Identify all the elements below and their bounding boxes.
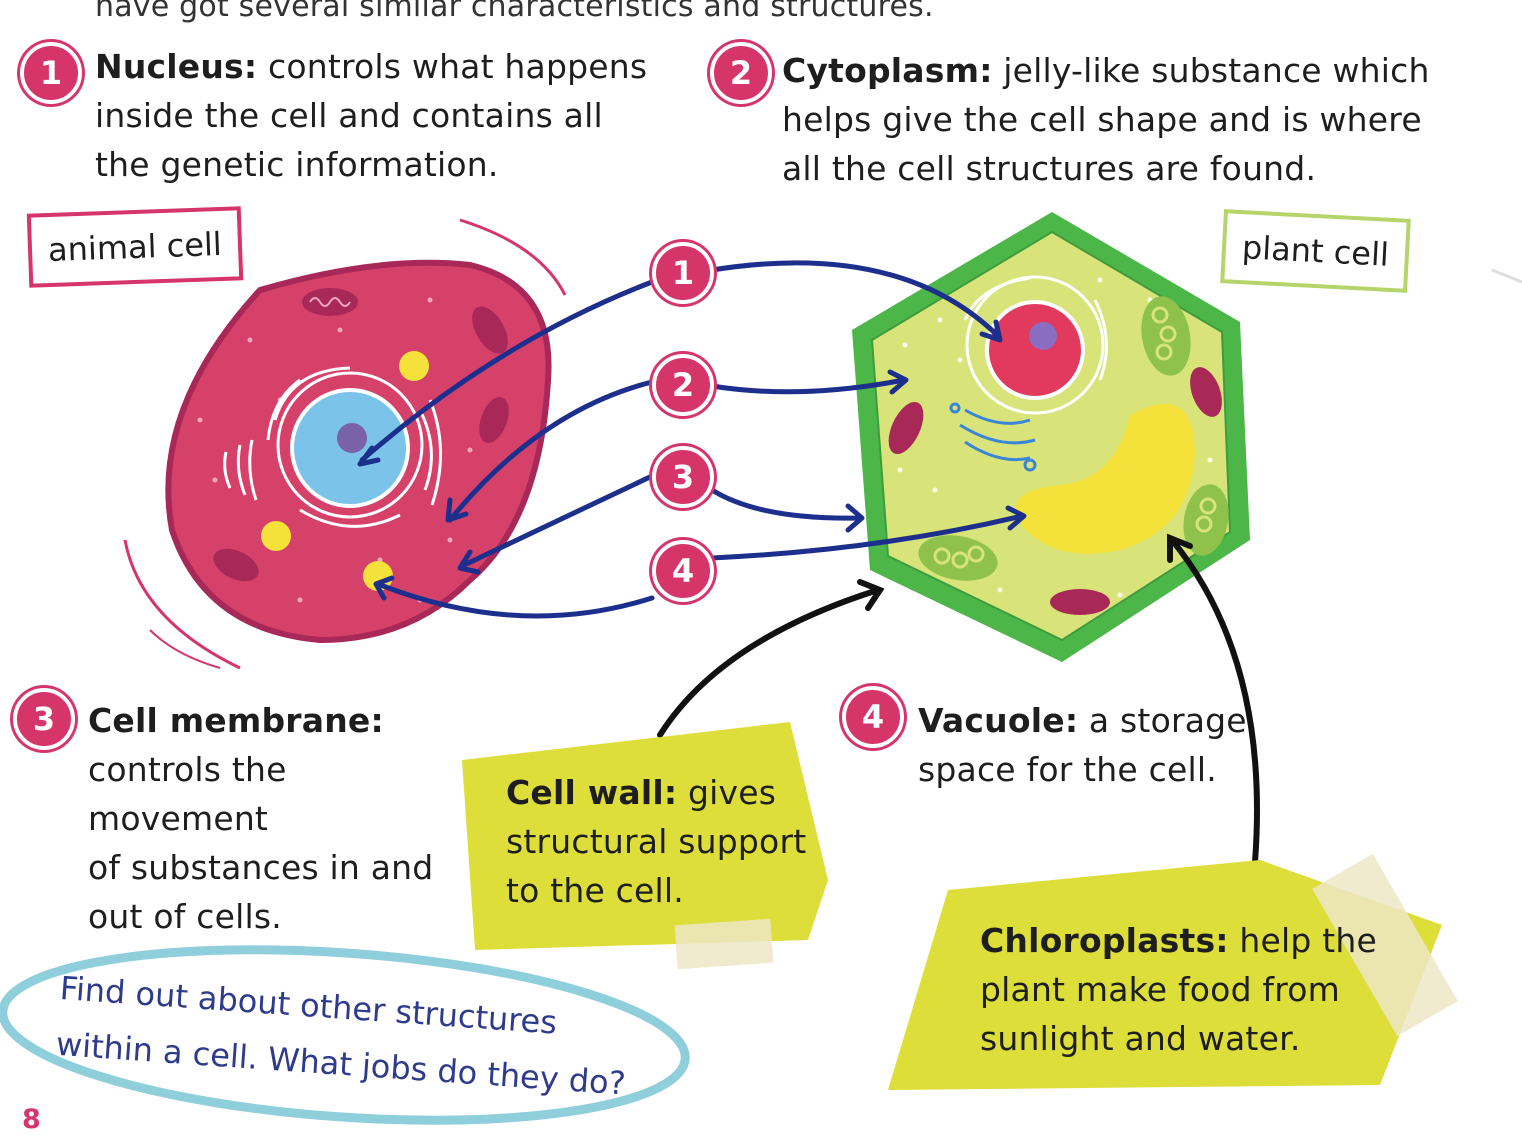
- arrowhead-4a: [373, 575, 395, 601]
- arrow-2-to-plant: [709, 377, 907, 395]
- arrowhead-2a: [445, 497, 469, 523]
- chloroplasts-note-tape: [1312, 853, 1458, 1037]
- term-cell-membrane: Cell membrane:: [88, 701, 384, 740]
- arrow-badge-1: 1: [652, 242, 714, 304]
- membrane-line-3: of substances in and: [88, 848, 434, 887]
- arrow-1-to-animal: [359, 279, 655, 463]
- animal-nucleolus: [337, 423, 367, 453]
- black-arrows: [657, 533, 1260, 865]
- animal-lysosome-2: [261, 521, 291, 551]
- page-number: 8: [22, 1104, 41, 1135]
- arrowhead-2b: [887, 369, 909, 395]
- arrow-2-to-animal: [447, 379, 655, 523]
- animal-golgi: [223, 439, 258, 501]
- term-chloroplasts: Chloroplasts:: [980, 921, 1229, 960]
- arrow-4-to-animal: [375, 581, 655, 619]
- corner-mark: [1491, 268, 1522, 284]
- arrowhead-cell-wall: [857, 579, 885, 611]
- plant-chloroplasts: [918, 296, 1229, 581]
- cell-wall-note-tape: [674, 918, 774, 970]
- arrowhead-1b: [979, 319, 1003, 343]
- arrow-1-to-plant: [709, 260, 1001, 339]
- cell-wall-note-paper: [462, 722, 828, 950]
- plant-nucleus: [985, 300, 1085, 400]
- nucleus-line-3: the genetic information.: [95, 145, 499, 184]
- arrow-badge-4: 4: [652, 540, 714, 602]
- animal-cell-label: animal cell: [26, 206, 243, 288]
- arrowhead-1a: [357, 445, 381, 467]
- cytoplasm-line-3: all the cell structures are found.: [782, 149, 1317, 188]
- cytoplasm-line-1: jelly-like substance which: [992, 51, 1430, 90]
- nucleus-line-2: inside the cell and contains all: [95, 96, 603, 135]
- membrane-line-4: out of cells.: [88, 897, 282, 936]
- chloroplasts-line-2: plant make food from: [980, 970, 1341, 1009]
- definition-cytoplasm: Cytoplasm: jelly-like substance which he…: [782, 46, 1502, 193]
- definition-vacuole: Vacuole: a storage space for the cell.: [918, 696, 1258, 794]
- animal-lysosome-3: [363, 561, 393, 591]
- term-nucleus: Nucleus:: [95, 47, 258, 86]
- cell-wall-line-3: to the cell.: [506, 871, 684, 910]
- term-cytoplasm: Cytoplasm:: [782, 51, 993, 90]
- arrow-4-to-plant: [709, 513, 1025, 561]
- definition-nucleus: Nucleus: controls what happens inside th…: [95, 42, 655, 189]
- arrowhead-3b: [845, 503, 865, 533]
- term-vacuole: Vacuole:: [918, 701, 1079, 740]
- plant-cell-label: plant cell: [1220, 209, 1411, 293]
- badge-cell-membrane: 3: [13, 688, 75, 750]
- badge-vacuole: 4: [842, 686, 904, 748]
- animal-mitochondria: [213, 288, 509, 582]
- animal-er-rings: [266, 366, 443, 528]
- animal-lysosome-1: [399, 351, 429, 381]
- blue-arrows: [357, 260, 1027, 619]
- cell-wall-line-1: gives: [677, 773, 777, 812]
- animal-motion-stroke-3: [149, 629, 221, 669]
- arrowhead-chloroplasts: [1167, 533, 1193, 563]
- membrane-line-2: controls the movement: [88, 750, 287, 838]
- question-oval: [0, 945, 690, 1125]
- cytoplasm-line-2: helps give the cell shape and is where: [782, 100, 1422, 139]
- plant-vacuole: [1015, 403, 1195, 554]
- arrowhead-3a: [457, 549, 481, 575]
- intro-text-cutoff: have got several similar characteristics…: [95, 0, 934, 24]
- cell-wall-note: Cell wall: gives structural support to t…: [506, 768, 826, 915]
- chloroplasts-note-paper: [888, 860, 1442, 1090]
- term-cell-wall: Cell wall:: [506, 773, 678, 812]
- animal-motion-stroke-2: [123, 539, 241, 670]
- vacuole-line-2: space for the cell.: [918, 750, 1217, 789]
- badge-cytoplasm: 2: [710, 42, 772, 104]
- arrow-badge-3: 3: [652, 446, 714, 508]
- arrow-cell-wall: [657, 587, 881, 738]
- animal-motion-stroke-1: [459, 218, 567, 296]
- arrow-chloroplasts: [1169, 537, 1260, 865]
- cell-wall-line-2: structural support: [506, 822, 807, 861]
- plant-golgi: [949, 402, 1037, 472]
- chloroplasts-line-3: sunlight and water.: [980, 1019, 1301, 1058]
- vacuole-line-1: a storage: [1078, 701, 1247, 740]
- arrowhead-4b: [1005, 505, 1027, 531]
- arrow-3-to-animal: [459, 473, 655, 569]
- chloroplasts-line-1: help the: [1228, 921, 1377, 960]
- badge-nucleus: 1: [20, 42, 82, 104]
- nucleus-line-1: controls what happens: [257, 47, 648, 86]
- definition-cell-membrane: Cell membrane: controls the movement of …: [88, 696, 468, 941]
- plant-mitochondria: [888, 367, 1222, 615]
- arrow-badge-2: 2: [652, 354, 714, 416]
- chloroplasts-note: Chloroplasts: help the plant make food f…: [980, 916, 1400, 1063]
- arrow-3-to-plant: [709, 487, 863, 521]
- plant-nucleolus: [1029, 322, 1057, 350]
